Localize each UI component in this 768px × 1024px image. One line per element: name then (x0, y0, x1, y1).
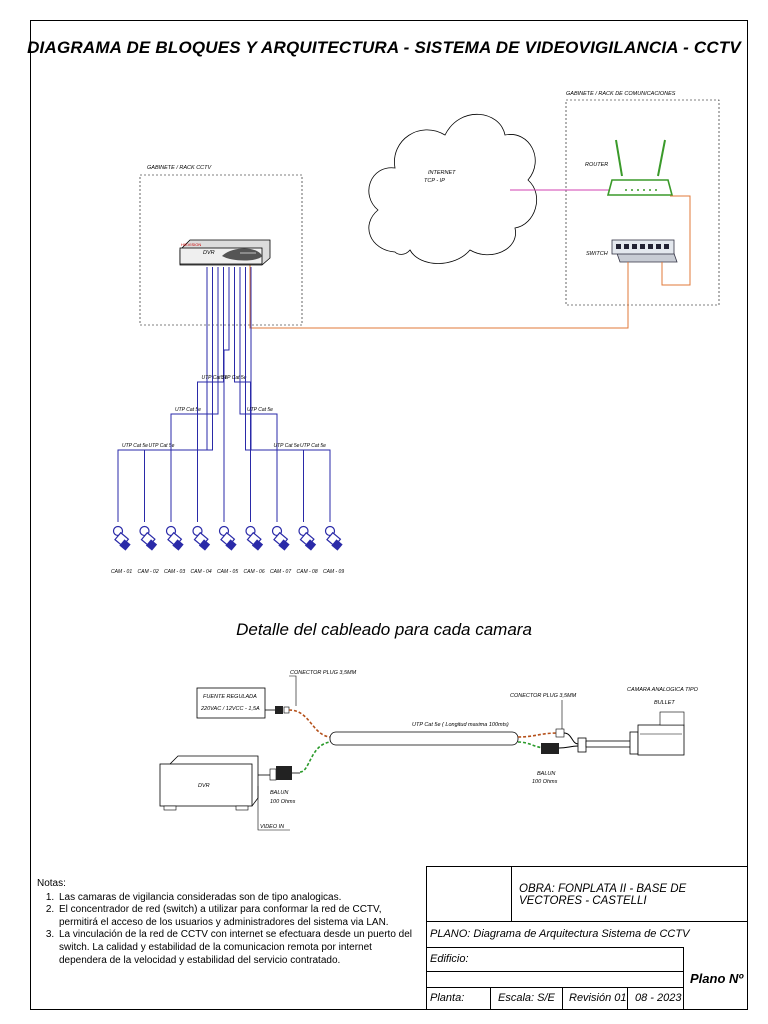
camera-icon (139, 525, 158, 551)
utp-cable-line (223, 267, 230, 522)
camera-icon (245, 525, 264, 551)
power-supply-line1: FUENTE REGULADA (203, 694, 257, 700)
utp-cable-label: UTP Cat 5e ( Longitud maxima 100mts) (412, 722, 509, 728)
internet-sublabel: TCP - IP (424, 178, 445, 184)
camera-label: CAM - 01 (111, 569, 132, 575)
utp-cable-line (117, 267, 208, 522)
camera-label: CAM - 07 (270, 569, 291, 575)
camera-icon (165, 525, 184, 551)
dvr-switch-link (249, 262, 629, 329)
notes-heading: Notas: (37, 878, 66, 889)
balun-right-icon (541, 743, 559, 754)
internet-label: INTERNET (428, 170, 456, 176)
balun-right-label: BALUN (537, 771, 555, 777)
router-label: ROUTER (585, 162, 608, 168)
camera-label: CAM - 09 (323, 569, 344, 575)
note-item: El concentrador de red (switch) a utiliz… (57, 904, 412, 929)
video-wire-left (299, 741, 331, 773)
balun-left-icon (276, 766, 292, 780)
camera-detail-line2: BULLET (654, 700, 675, 706)
dvr-brand: HIKVISION (181, 242, 201, 247)
utp-cable-label: UTP Cat 5e (175, 407, 201, 413)
bullet-camera-icon (577, 711, 685, 756)
power-wire-left (288, 709, 331, 738)
switch-icon (611, 239, 678, 263)
title-block-edificio: Edificio: (430, 953, 469, 965)
rack-cctv-box (139, 174, 303, 326)
router-icon (606, 139, 674, 196)
power-plug-icon (275, 706, 283, 714)
power-supply-line2: 220VAC / 12VCC - 1,5A (200, 706, 260, 712)
camera-icon (192, 525, 211, 551)
camera-icon (298, 525, 317, 551)
camera-group: CAM - 01 CAM - 02 CAM - 03 CAM - 04 CAM - 05… (111, 525, 344, 575)
utp-cable-line (170, 267, 219, 522)
title-block-obra: OBRA: FONPLATA II - BASE DE VECTORES - C… (519, 883, 687, 907)
title-block: OBRA: FONPLATA II - BASE DE VECTORES - C… (426, 866, 748, 1010)
note-item: Las camaras de vigilancia consideradas s… (57, 892, 412, 905)
utp-cable-label: UTP Cat 5e (202, 375, 228, 381)
rack-comms-label: GABINETE / RACK DE COMUNICACIONES (566, 91, 676, 97)
title-block-plano: PLANO: Diagrama de Arquitectura Sistema … (430, 928, 690, 940)
utp-cable-label: UTP Cat 5e (122, 443, 148, 449)
drawing-frame (30, 20, 748, 1010)
dvr-detail-label: DVR (198, 783, 210, 789)
title-block-escala: Escala: S/E (498, 992, 555, 1004)
rack-cctv-label: GABINETE / RACK CCTV (147, 165, 213, 171)
utp-cable-label: UTP Cat 5e (221, 375, 247, 381)
utp-cable-line (239, 267, 278, 522)
camera-icon (271, 525, 290, 551)
title-block-plano-no: Plano Nº (690, 971, 744, 986)
dvr-icon (179, 239, 271, 266)
title-block-fecha: 08 - 2023 (635, 992, 682, 1004)
switch-label: SWITCH (586, 251, 608, 257)
page-title: DIAGRAMA DE BLOQUES Y ARQUITECTURA - SIS… (27, 38, 741, 57)
utp-cable-label: UTP Cat 5e (149, 443, 175, 449)
utp-cable-line (250, 267, 331, 522)
utp-cable-label: UTP Cat 5e (300, 443, 326, 449)
camera-label: CAM - 04 (191, 569, 212, 575)
utp-cable (329, 731, 519, 746)
connector-right-label: CONECTOR PLUG 3,5MM (510, 693, 577, 699)
internet-cloud-icon (368, 113, 538, 264)
utp-cable-line (144, 267, 213, 522)
utp-cable-line (234, 267, 251, 522)
connector-right-icon (555, 728, 565, 738)
detail-title: Detalle del cableado para cada camara (236, 620, 532, 639)
connector-left-label: CONECTOR PLUG 3,5MM (290, 670, 357, 676)
title-block-revision: Revisión 01 (569, 992, 627, 1004)
notes-section: Notas: Las camaras de vigilancia conside… (37, 878, 412, 967)
balun-right-ohms: 100 Ohms (532, 779, 558, 785)
camera-label: CAM - 03 (164, 569, 185, 575)
camera-label: CAM - 08 (297, 569, 318, 575)
camera-icon (218, 525, 237, 551)
utp-cable-line (197, 267, 224, 522)
camera-icon (112, 525, 131, 551)
dvr-label: DVR (203, 250, 215, 256)
utp-cable-label: UTP Cat 5e (247, 407, 273, 413)
dvr-detail-icon (159, 755, 259, 811)
balun-left-label: BALUN (270, 790, 288, 796)
power-wire-right (517, 732, 559, 738)
camera-detail-line1: CAMARA ANALOGICA TIPO (627, 687, 699, 693)
balun-left-ohms: 100 Ohms (270, 799, 296, 805)
utp-cable-line (245, 267, 304, 522)
title-block-planta: Planta: (430, 992, 465, 1004)
utp-cable-label: UTP Cat 5e (274, 443, 300, 449)
power-supply-box (196, 687, 266, 719)
camera-icon (324, 525, 343, 551)
camera-label: CAM - 05 (217, 569, 238, 575)
router-switch-link (661, 195, 691, 286)
video-in-label: VIDEO IN (260, 824, 284, 830)
camera-label: CAM - 02 (138, 569, 159, 575)
rack-comms-box (565, 99, 720, 306)
camera-label: CAM - 06 (244, 569, 265, 575)
note-item: La vinculación de la red de CCTV con int… (57, 929, 412, 967)
